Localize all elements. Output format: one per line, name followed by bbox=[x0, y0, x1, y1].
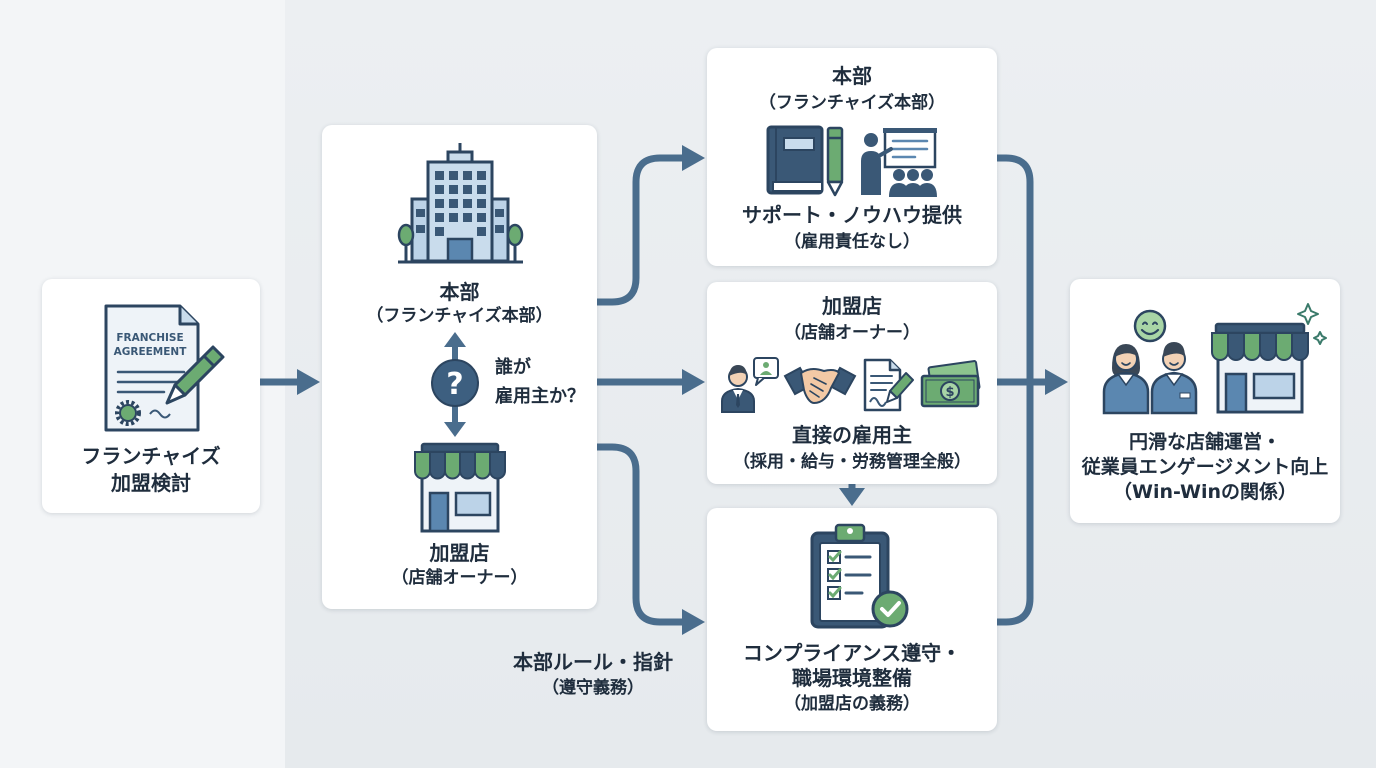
presenter bbox=[861, 133, 893, 195]
agreement-title-line1: FRANCHISE bbox=[116, 332, 183, 344]
hq-role-subtitle: （フランチャイズ本部） bbox=[758, 93, 946, 113]
arrowhead-hq-role bbox=[682, 145, 705, 171]
outcome-illustration bbox=[1102, 303, 1327, 415]
speech-bubble bbox=[753, 357, 779, 386]
franchisee-role-line2: （採用・給与・労務管理全般） bbox=[733, 452, 971, 472]
question-line2: 雇用主か？ bbox=[495, 386, 585, 407]
employee-speech-bubble-icon bbox=[721, 357, 779, 413]
franchisee-title: 加盟店 bbox=[429, 541, 490, 565]
node-franchise-consideration: FRANCHISE AGREEMENT フランチャイズ 加盟検討 bbox=[42, 279, 260, 513]
consideration-label-line1: フランチャイズ bbox=[81, 444, 221, 468]
building-windows bbox=[416, 171, 504, 236]
arrow-merge-line bbox=[990, 154, 1034, 626]
node-compliance: コンプライアンス遵守・ 職場環境整備 （加盟店の義務） bbox=[707, 508, 997, 731]
manual-book-icon bbox=[766, 125, 844, 197]
edge-label-hq-rules: 本部ルール・指針 （遵守義務） bbox=[500, 649, 686, 701]
office-building-icon bbox=[397, 143, 524, 264]
hq-title: 本部 bbox=[439, 280, 480, 304]
hq-subtitle: （フランチャイズ本部） bbox=[366, 306, 553, 326]
outcome-line1: 円滑な店舗運営・ bbox=[1128, 431, 1281, 453]
hq-role-line1: サポート・ノウハウ提供 bbox=[742, 203, 962, 227]
bidirectional-arrow bbox=[444, 332, 466, 437]
pen-icon bbox=[886, 372, 914, 403]
node-franchisee-role: 加盟店 （店舗オーナー） bbox=[707, 282, 997, 484]
pen-icon bbox=[165, 345, 225, 405]
checklist-clipboard-icon bbox=[810, 523, 909, 629]
name-badge bbox=[1179, 392, 1191, 399]
trainer-presentation-icon bbox=[861, 128, 937, 197]
audience bbox=[889, 169, 937, 197]
hq-rules-line1: 本部ルール・指針 bbox=[513, 650, 673, 674]
signature-squiggle bbox=[149, 409, 171, 419]
clasped-hands bbox=[800, 368, 840, 404]
compliance-line2: 職場環境整備 bbox=[792, 666, 912, 690]
book-pages bbox=[772, 181, 823, 192]
agreement-title-line2: AGREEMENT bbox=[114, 346, 188, 358]
building-door bbox=[446, 237, 474, 263]
consideration-label-line2: 加盟検討 bbox=[111, 471, 191, 495]
check-badge-icon bbox=[871, 590, 909, 628]
employees-icon bbox=[1102, 342, 1198, 415]
clipboard-clip bbox=[834, 523, 866, 543]
node-relationship: 本部 （フランチャイズ本部） ? 誰が 雇用主か？ 加盟店 （店舗オーナー） bbox=[322, 125, 597, 609]
arrowhead-compliance bbox=[682, 609, 705, 635]
node-outcome: 円滑な店舗運営・ 従業員エンゲージメント向上 （Win-Winの関係） bbox=[1070, 279, 1340, 523]
arrowhead-relationship bbox=[297, 369, 320, 395]
seal-icon bbox=[115, 400, 141, 426]
male-employee bbox=[1150, 342, 1198, 415]
store-window bbox=[454, 491, 492, 517]
female-employee bbox=[1102, 344, 1150, 415]
store-awning bbox=[414, 451, 506, 480]
smiley-face-icon bbox=[1133, 309, 1167, 343]
compliance-line3: （加盟店の義務） bbox=[784, 694, 920, 714]
franchisee-role-subtitle: （店舗オーナー） bbox=[784, 323, 920, 343]
arrowhead-franchisee-role bbox=[682, 369, 705, 395]
handshake-icon bbox=[783, 366, 857, 404]
signed-contract-icon bbox=[863, 358, 914, 412]
franchisee-role-title: 加盟店 bbox=[822, 294, 882, 318]
question-circle bbox=[431, 359, 479, 407]
hq-rules-line2: （遵守義務） bbox=[542, 678, 644, 698]
compliance-line1: コンプライアンス遵守・ bbox=[742, 641, 962, 665]
franchisee-role-line1: 直接の雇用主 bbox=[792, 423, 912, 447]
node-hq-role: 本部 （フランチャイズ本部） サポート・ノウハウ提供 （ bbox=[707, 48, 997, 266]
franchisee-subtitle: （店舗オーナー） bbox=[391, 568, 528, 588]
outcome-line2: 従業員エンゲージメント向上 bbox=[1081, 456, 1329, 478]
pen-icon bbox=[826, 126, 844, 197]
arrow-relationship-to-compliance bbox=[590, 443, 690, 626]
franchise-agreement-document-icon: FRANCHISE AGREEMENT bbox=[104, 304, 225, 432]
storefront-icon bbox=[414, 442, 506, 533]
hq-role-title: 本部 bbox=[832, 64, 872, 88]
agreement-text-lines bbox=[116, 370, 186, 394]
question-mark-glyph: ? bbox=[446, 367, 463, 402]
signature bbox=[869, 397, 887, 407]
arrow-relationship-to-hq-role bbox=[590, 154, 690, 306]
outcome-line3: （Win-Winの関係） bbox=[1112, 481, 1298, 503]
dollar-sign: $ bbox=[945, 385, 954, 400]
store-door bbox=[428, 491, 450, 533]
arrowhead-compliance-down bbox=[839, 488, 865, 506]
sparkle-icon bbox=[1297, 303, 1327, 345]
checklist-rows bbox=[827, 550, 872, 600]
hq-role-line2: （雇用責任なし） bbox=[784, 232, 920, 252]
book-label bbox=[783, 137, 815, 151]
money-bills-icon: $ bbox=[920, 360, 981, 408]
storefront-icon bbox=[1211, 322, 1309, 414]
question-line1: 誰が bbox=[495, 357, 531, 378]
tree-icon bbox=[397, 223, 524, 261]
arrowhead-outcome bbox=[1045, 369, 1068, 395]
question-mark-icon: ? bbox=[431, 332, 479, 437]
store-roof bbox=[420, 442, 500, 454]
arrowheads bbox=[297, 145, 1068, 635]
